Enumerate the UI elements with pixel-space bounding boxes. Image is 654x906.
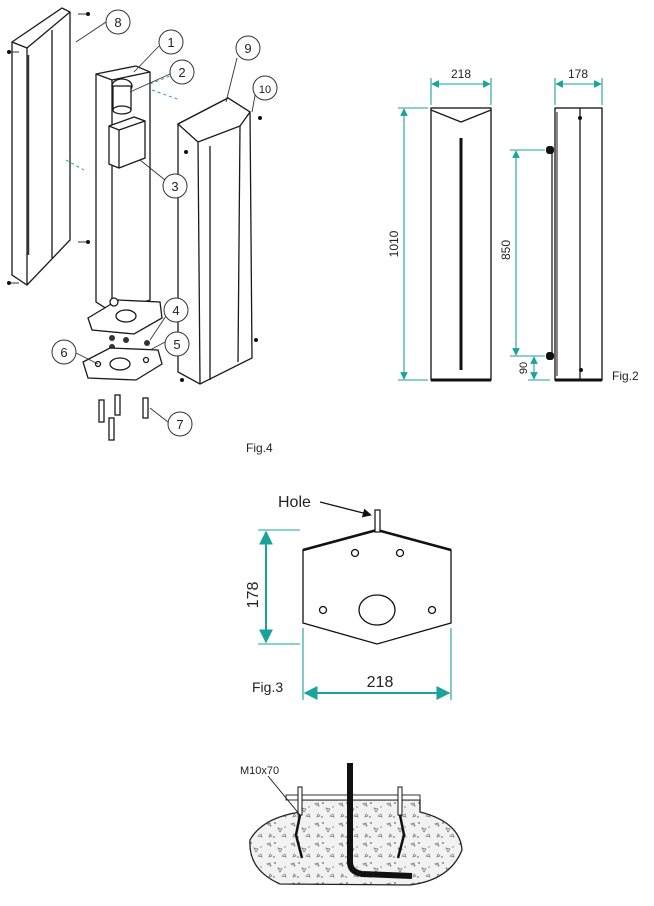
callout-4: 4 [163, 297, 189, 323]
right-cover-part [176, 97, 262, 385]
center-frame-part [87, 65, 181, 335]
callout-5: 5 [164, 331, 190, 357]
fig3-dim-width: 218 [367, 674, 394, 691]
svg-text:3: 3 [171, 179, 178, 194]
svg-text:7: 7 [176, 417, 183, 432]
dim-bolt-spacing: 850 [499, 240, 513, 260]
dim-front-width: 218 [451, 67, 471, 81]
callout-1: 1 [158, 29, 184, 55]
callout-7: 7 [167, 411, 193, 437]
dim-side-width: 178 [568, 67, 588, 81]
hole-label: Hole [278, 494, 311, 511]
bolt-label: M10x70 [240, 765, 279, 777]
fig4-exploded-view: 1 2 3 4 5 6 7 8 9 10 Fig.4 [7, 7, 278, 455]
callout-8: 8 [105, 9, 131, 35]
dim-bolt-offset: 90 [518, 362, 530, 374]
dim-height: 1010 [387, 230, 401, 257]
anchor-bolt-right [396, 786, 406, 859]
fig2-elevations: 218 1010 178 850 90 Fig.2 [387, 67, 639, 383]
callout-3: 3 [162, 173, 188, 199]
svg-text:4: 4 [172, 303, 179, 318]
svg-text:6: 6 [60, 345, 67, 360]
svg-text:5: 5 [173, 337, 180, 352]
fig3-base-plate: Hole 178 218 Fig.3 [245, 494, 452, 700]
base-plate-outline [302, 529, 452, 645]
callout-10: 10 [252, 75, 278, 101]
svg-text:2: 2 [178, 65, 185, 80]
concrete-block [249, 799, 463, 886]
foundation-detail: M10x70 [240, 763, 463, 886]
svg-text:9: 9 [244, 41, 251, 56]
callout-leaders [73, 21, 257, 423]
callout-2: 2 [169, 59, 195, 85]
fig3-dim-height: 178 [245, 582, 262, 609]
svg-text:10: 10 [259, 84, 271, 96]
ground-plate-part [82, 347, 163, 381]
cable-conduit [347, 763, 413, 879]
fig3-label: Fig.3 [252, 679, 283, 695]
fig4-label: Fig.4 [246, 441, 273, 455]
left-cover-part [7, 7, 90, 286]
fig2-label: Fig.2 [612, 369, 639, 383]
svg-text:1: 1 [167, 35, 174, 50]
callout-9: 9 [235, 35, 261, 61]
svg-text:8: 8 [114, 15, 121, 30]
callout-6: 6 [51, 339, 77, 365]
side-view-body [554, 107, 603, 381]
